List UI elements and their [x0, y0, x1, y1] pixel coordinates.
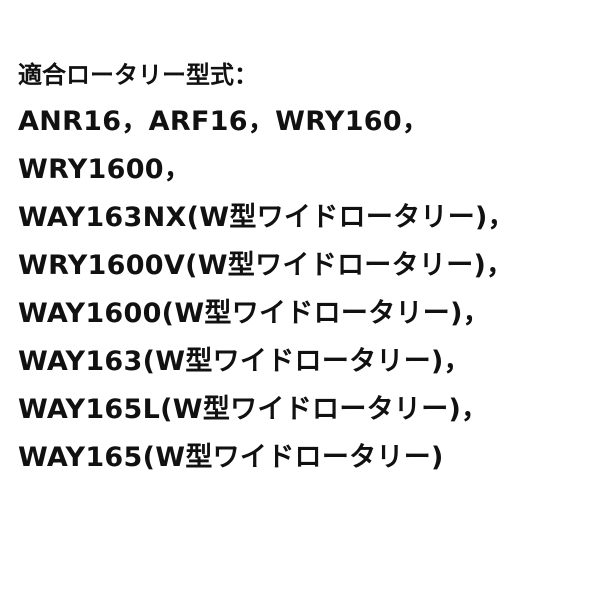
compatible-models-heading: 適合ロータリー型式： — [18, 61, 258, 89]
model-line: WAY165L(W型ワイドロータリー)， — [18, 394, 489, 425]
model-line: WAY163NX(W型ワイドロータリー)， — [18, 202, 515, 233]
model-line: WAY165(W型ワイドロータリー) — [18, 442, 444, 473]
model-line: WRY1600V(W型ワイドロータリー)， — [18, 250, 514, 281]
compatible-rotary-models-text: 適合ロータリー型式： ANR16，ARF16，WRY160， WRY1600， … — [18, 52, 593, 482]
model-line: WRY1600， — [18, 154, 192, 185]
model-line: WAY163(W型ワイドロータリー)， — [18, 346, 471, 377]
model-line: ANR16，ARF16，WRY160， — [18, 106, 430, 137]
model-line: WAY1600(W型ワイドロータリー)， — [18, 298, 491, 329]
